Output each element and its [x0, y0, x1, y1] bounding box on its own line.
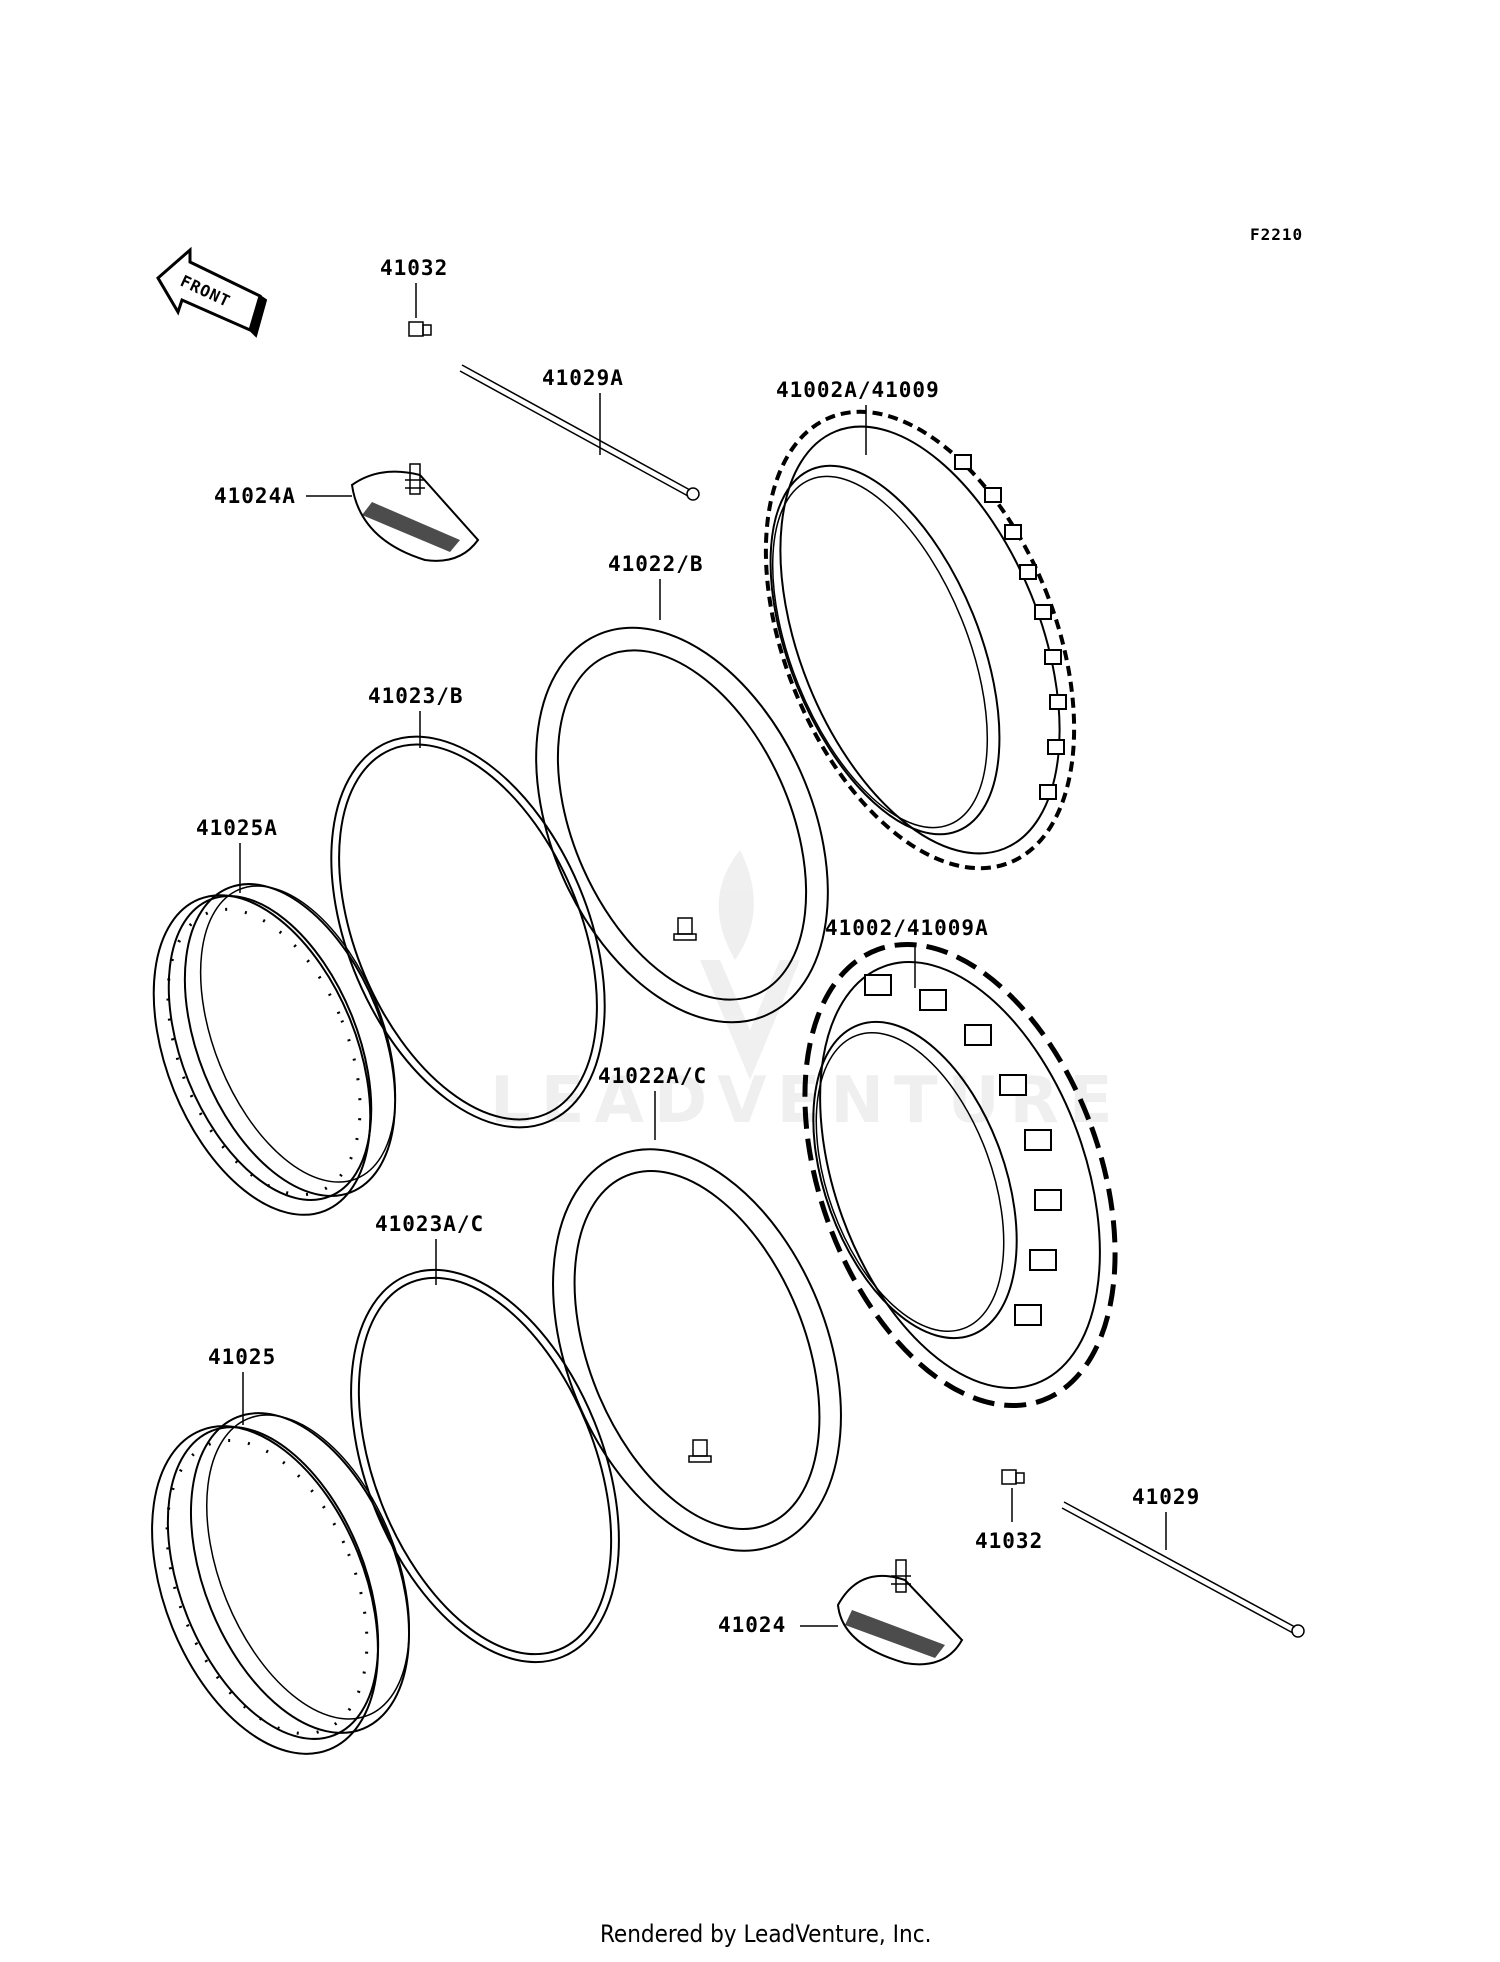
- part-label-tube-rear: 41022A/C: [598, 1064, 707, 1088]
- footer-text: Rendered by LeadVenture, Inc.: [600, 1920, 931, 1948]
- spoke-rear: 41029: [1061, 1485, 1305, 1638]
- tire-front: 41002A/41009: [763, 378, 1077, 871]
- part-label-spoke-rear: 41029: [1132, 1485, 1200, 1509]
- part-label-rim-band-rear: 41023A/C: [375, 1212, 484, 1236]
- valve-cap-top: 41032: [380, 256, 448, 337]
- front-arrow-icon: FRONT: [156, 246, 268, 338]
- tube-rear: 41022A/C: [552, 1064, 842, 1552]
- part-label-rim-lock-front: 41024A: [214, 484, 296, 508]
- part-label-valve-cap-bottom: 41032: [975, 1529, 1043, 1553]
- part-label-valve-cap-top: 41032: [380, 256, 448, 280]
- rim-lock-front: 41024A: [214, 463, 480, 562]
- spoke-front: 41029A: [459, 364, 700, 501]
- part-label-rim-band-front: 41023/B: [368, 684, 464, 708]
- rim-front: 41025A: [152, 816, 397, 1216]
- rim-band-front: 41023/B: [330, 684, 606, 1129]
- part-label-tire-front: 41002A/41009: [776, 378, 940, 402]
- rim-band-rear: 41023A/C: [350, 1212, 620, 1664]
- part-label-tire-rear: 41002/41009A: [825, 916, 989, 940]
- tire-rear: 41002/41009A: [802, 916, 1118, 1409]
- diagram-code: F2210: [1250, 225, 1303, 244]
- rim-lock-rear: 41024: [718, 1559, 964, 1666]
- rim-rear: 41025: [151, 1345, 411, 1755]
- part-label-rim-front: 41025A: [196, 816, 278, 840]
- part-label-spoke-front: 41029A: [542, 366, 624, 390]
- part-label-rim-lock-rear: 41024: [718, 1613, 786, 1637]
- part-label-rim-rear: 41025: [208, 1345, 276, 1369]
- valve-cap-bottom: 41032: [975, 1469, 1043, 1553]
- part-label-tube-front: 41022/B: [608, 552, 704, 576]
- tube-front: 41022/B: [535, 552, 829, 1024]
